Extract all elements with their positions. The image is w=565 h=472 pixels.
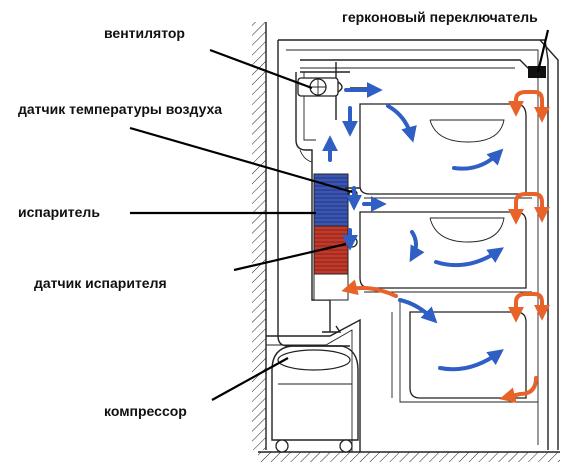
label-evaporator: испаритель: [18, 204, 100, 220]
leader-lines: [129, 29, 550, 401]
cold-air-flow: [322, 82, 504, 372]
back-wall: [252, 22, 267, 450]
label-evaporator-sensor: датчик испарителя: [34, 275, 167, 291]
label-compressor: компрессор: [104, 403, 187, 419]
fan-icon: [297, 77, 343, 97]
fridge-cabinet: [266, 39, 559, 452]
compressor-icon: [271, 345, 359, 453]
shelf-middle: [359, 211, 532, 293]
floor: [258, 451, 560, 462]
label-fan: вентилятор: [104, 25, 185, 41]
reed-switch-icon: [528, 66, 546, 78]
shelf-upper: [359, 103, 532, 199]
label-reed-switch: герконовый переключатель: [342, 9, 538, 25]
label-air-temp-sensor: датчик температуры воздуха: [18, 101, 222, 117]
evaporator-block: [313, 173, 349, 301]
warm-air-flow: [341, 90, 550, 404]
